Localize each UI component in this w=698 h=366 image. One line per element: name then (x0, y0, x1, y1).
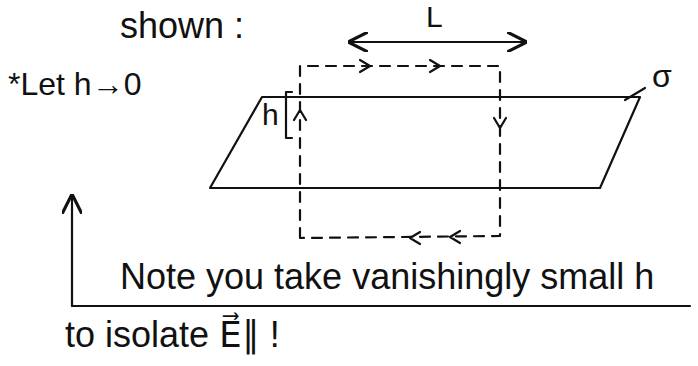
dimension-label: L (426, 2, 443, 32)
loop-direction-top (360, 60, 440, 72)
note-text: shown : (120, 8, 244, 44)
sigma-tick (625, 88, 645, 100)
charged-sheet (210, 97, 640, 188)
loop-direction-sides (294, 110, 506, 128)
loop-direction-bottom (410, 231, 460, 244)
charge-density-label: σ (652, 60, 672, 92)
note-text: *Let h→0 (8, 68, 141, 100)
dimension-label: h (262, 100, 279, 130)
note-rule (72, 305, 690, 307)
h-bracket (286, 92, 292, 138)
note-text: Note you take vanishingly small h to iso… (65, 248, 675, 364)
note-pointer (71, 196, 73, 306)
length-arrow (350, 41, 525, 43)
amperian-loop (300, 66, 500, 238)
